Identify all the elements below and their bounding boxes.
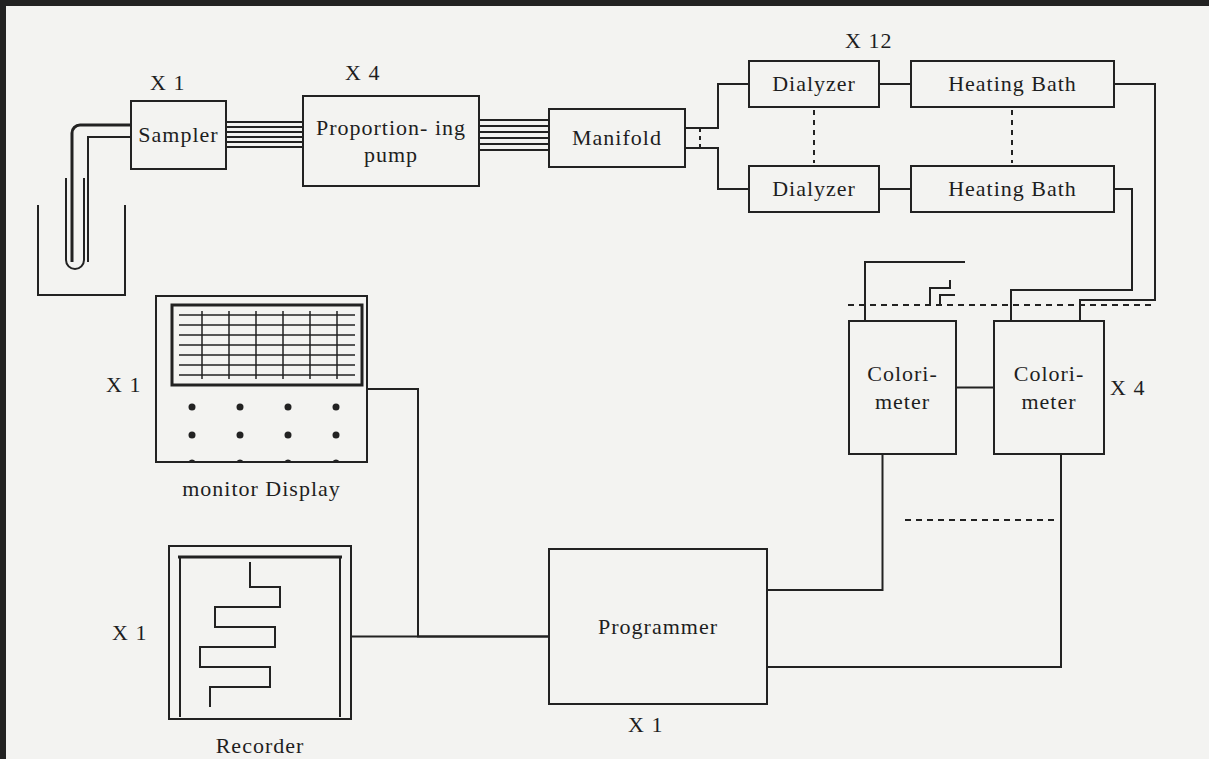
flow-connector (480, 120, 548, 150)
box-label: Proportion- ing pump (304, 114, 478, 169)
process-box: Recorder (168, 545, 352, 720)
box-label: Heating Bath (948, 70, 1077, 98)
dashed-link (905, 519, 1055, 521)
page-border (0, 0, 6, 759)
monitor-screen (157, 297, 366, 461)
process-box: Manifold (548, 108, 686, 168)
box-label: Colori- meter (995, 360, 1103, 415)
dashed-link (1011, 110, 1013, 163)
flow-connector (768, 455, 1061, 667)
process-box: Heating Bath (910, 165, 1115, 213)
flow-connector (880, 83, 910, 85)
box-label: monitor Display (127, 475, 396, 503)
flow-connector (227, 122, 302, 147)
flow-connector (957, 387, 993, 389)
quantity-label: X 1 (112, 620, 147, 646)
quantity-label: X 1 (106, 372, 141, 398)
recorder-chart (170, 547, 350, 718)
box-label: Recorder (140, 732, 380, 759)
dashed-link (848, 304, 1153, 306)
box-label: Dialyzer (772, 175, 856, 203)
box-label: Sampler (138, 121, 218, 149)
quantity-label: X 4 (345, 60, 380, 86)
flow-connector (368, 389, 548, 637)
sample-probe (88, 137, 130, 262)
box-label: Colori- meter (850, 360, 955, 415)
box-label: Heating Bath (948, 175, 1077, 203)
flow-line (865, 262, 965, 320)
sample-probe (72, 125, 130, 262)
beaker (38, 205, 125, 295)
quantity-label: X 4 (1110, 375, 1145, 401)
process-box: Programmer (548, 548, 768, 705)
test-tube (66, 178, 84, 269)
flow-connector (880, 188, 910, 190)
flow-connector (768, 455, 883, 590)
process-box: Heating Bath (910, 60, 1115, 108)
process-box: Sampler (130, 100, 227, 170)
process-box: Dialyzer (748, 165, 880, 213)
quantity-label: X 1 (150, 70, 185, 96)
box-label: Programmer (598, 613, 718, 641)
box-label: Dialyzer (772, 70, 856, 98)
flow-connector (686, 84, 748, 128)
process-box: Proportion- ing pump (302, 95, 480, 187)
quantity-label: X 12 (845, 28, 892, 54)
process-box: monitor Display (155, 295, 368, 463)
box-label: Manifold (572, 124, 662, 152)
page-border (0, 0, 1209, 6)
flow-connector (1080, 84, 1155, 320)
process-box: Dialyzer (748, 60, 880, 108)
quantity-label: X 1 (628, 712, 663, 738)
process-box: Colori- meter (848, 320, 957, 455)
dashed-link (813, 110, 815, 163)
flow-connector (686, 148, 748, 189)
flow-line (940, 295, 955, 305)
process-box: Colori- meter (993, 320, 1105, 455)
